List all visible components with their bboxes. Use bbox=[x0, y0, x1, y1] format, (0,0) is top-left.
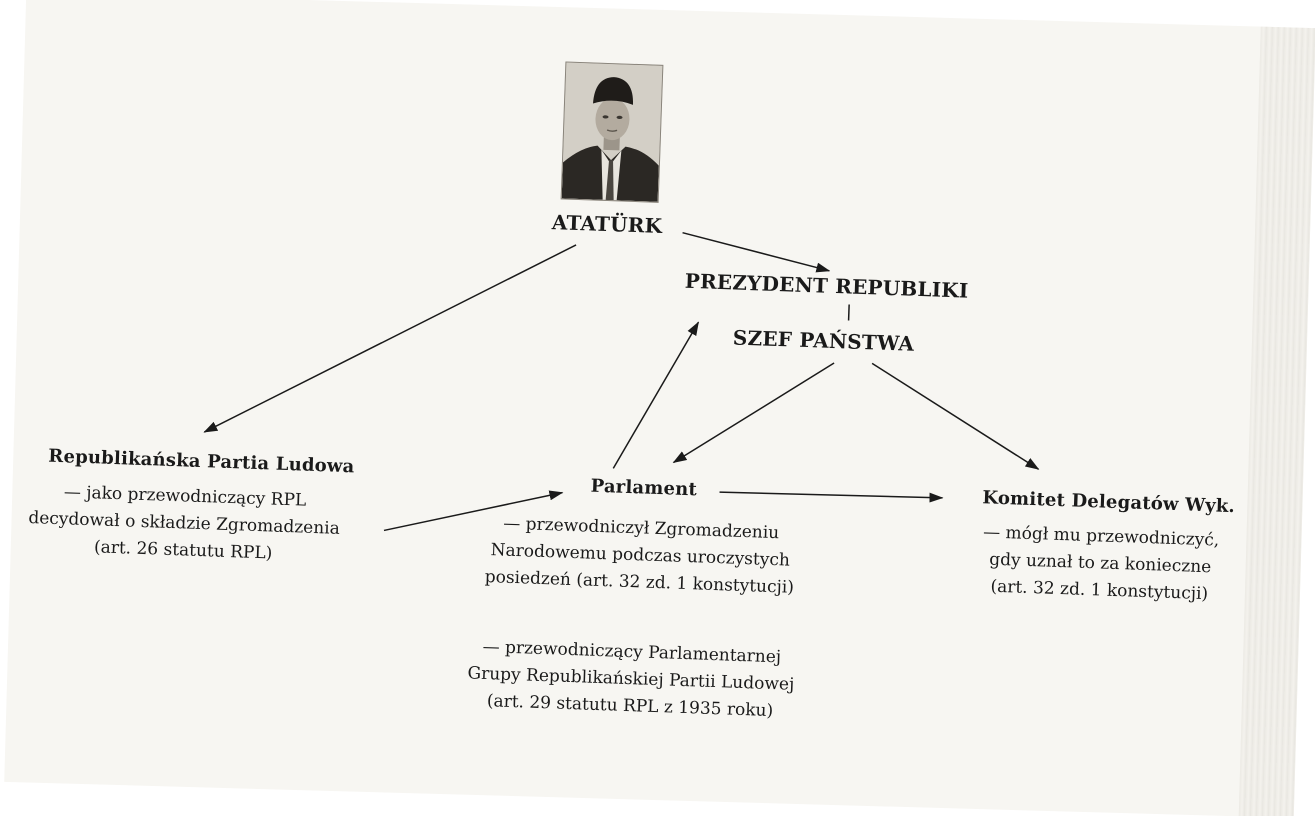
note-committee: — mógł mu przewodniczyć, gdy uznał to za… bbox=[982, 522, 1220, 605]
portrait-image bbox=[561, 62, 663, 202]
node-ataturk: ATATÜRK bbox=[551, 210, 663, 238]
arrow-party-to-parliament bbox=[383, 490, 564, 532]
arrow-head-of-state-to-committee bbox=[871, 362, 1040, 470]
arrow-parliament-to-president bbox=[612, 321, 700, 469]
ataturk-portrait-photo bbox=[560, 61, 664, 203]
note-party: — jako przewodniczący RPL decydował o sk… bbox=[28, 482, 341, 564]
node-parliament: Parlament bbox=[590, 475, 698, 501]
arrow-ataturk-to-president bbox=[682, 231, 831, 273]
arrow-parliament-to-committee bbox=[719, 491, 944, 503]
arrow-ataturk-to-party bbox=[203, 244, 577, 433]
president-connector-line bbox=[847, 304, 850, 321]
arrow-head-of-state-to-parliament bbox=[672, 362, 835, 464]
note-parliament-2: — przewodniczący Parlamentarnej Grupy Re… bbox=[467, 636, 795, 722]
note-parliament-1: — przewodniczył Zgromadzeniu Narodowemu … bbox=[484, 513, 795, 598]
